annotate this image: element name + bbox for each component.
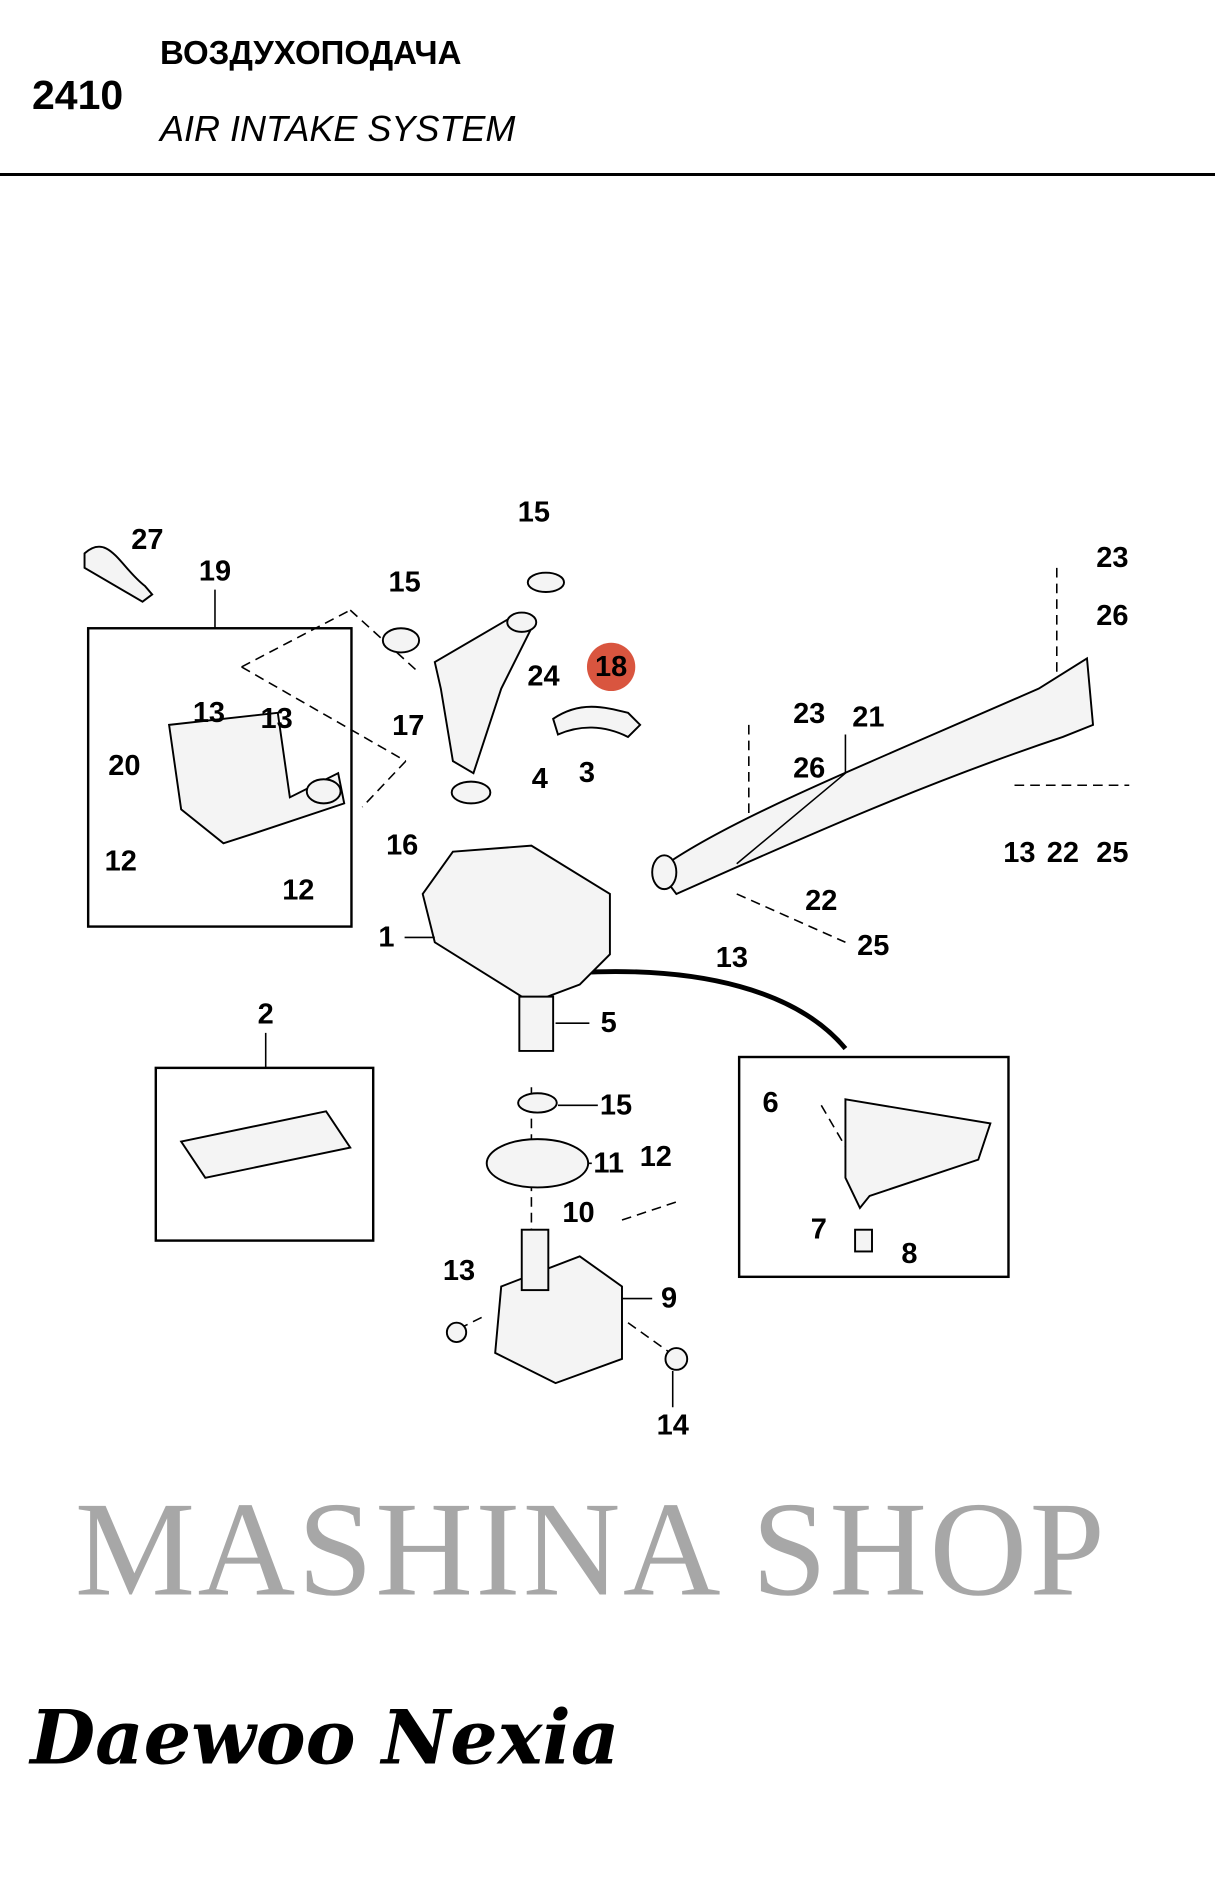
- duct-17: [433, 615, 533, 775]
- callout-12[interactable]: 12: [282, 874, 314, 906]
- callout-22[interactable]: 22: [1047, 837, 1079, 869]
- callout-9[interactable]: 9: [661, 1283, 677, 1315]
- callout-5[interactable]: 5: [601, 1007, 617, 1039]
- callout-15[interactable]: 15: [600, 1089, 632, 1121]
- filter-detail-box: [154, 1066, 375, 1242]
- callout-15[interactable]: 15: [388, 566, 420, 598]
- callout-6[interactable]: 6: [762, 1087, 778, 1119]
- hose-27: [83, 545, 154, 603]
- nut-13: [445, 1321, 468, 1344]
- callout-7[interactable]: 7: [811, 1214, 827, 1246]
- air-filter-housing-1: [421, 844, 611, 1004]
- duct-21-inlet: [651, 854, 678, 891]
- section-code: 2410: [32, 72, 124, 118]
- clamp-15-bottom: [517, 1092, 558, 1114]
- callout-3[interactable]: 3: [579, 757, 595, 789]
- callout-18-highlighted[interactable]: 18: [595, 651, 627, 683]
- leader-lines: [214, 589, 847, 1408]
- intake-duct-21: [656, 656, 1095, 896]
- section-title-en: AIR INTAKE SYSTEM: [160, 108, 516, 149]
- filter-element-2: [179, 1110, 352, 1179]
- callout-26[interactable]: 26: [1096, 600, 1128, 632]
- header-divider: [0, 173, 1215, 176]
- callout-20[interactable]: 20: [108, 750, 140, 782]
- callout-13[interactable]: 13: [443, 1255, 475, 1287]
- callout-12[interactable]: 12: [105, 845, 137, 877]
- clamp-15-left: [381, 627, 421, 654]
- callout-25[interactable]: 25: [857, 930, 889, 962]
- duct-end: [506, 611, 538, 633]
- resonator-neck: [520, 1228, 550, 1292]
- callout-10[interactable]: 10: [562, 1197, 594, 1229]
- callout-26[interactable]: 26: [793, 752, 825, 784]
- grommet-14: [664, 1347, 689, 1371]
- watermark: MASHINA SHOP: [75, 1474, 1107, 1624]
- callout-13[interactable]: 13: [1003, 837, 1035, 869]
- detail-pointer: [579, 969, 848, 1051]
- callout-24[interactable]: 24: [527, 661, 559, 693]
- callout-13[interactable]: 13: [716, 942, 748, 974]
- callout-8[interactable]: 8: [901, 1238, 917, 1270]
- resonator-9: [494, 1255, 623, 1385]
- callout-23[interactable]: 23: [793, 698, 825, 730]
- callout-1[interactable]: 1: [378, 921, 394, 953]
- guide-lines: [241, 609, 418, 808]
- callout-13[interactable]: 13: [193, 697, 225, 729]
- callout-13[interactable]: 13: [260, 703, 292, 735]
- callout-14[interactable]: 14: [657, 1409, 689, 1441]
- callout-17[interactable]: 17: [392, 710, 424, 742]
- section-title-ru: ВОЗДУХОПОДАЧА: [160, 34, 462, 71]
- outlet-5: [518, 995, 555, 1052]
- mount-detail-box: [737, 1055, 1010, 1279]
- clamp-16: [450, 780, 492, 805]
- callout-16[interactable]: 16: [386, 830, 418, 862]
- callout-4[interactable]: 4: [532, 763, 548, 795]
- resonator-detail-box: [86, 627, 353, 928]
- callout-27[interactable]: 27: [131, 524, 163, 556]
- callout-23[interactable]: 23: [1096, 542, 1128, 574]
- callout-11[interactable]: 11: [593, 1147, 624, 1179]
- bushing-8: [854, 1228, 873, 1253]
- mount-bracket-detail: [844, 1098, 992, 1210]
- clamp-15-top: [526, 571, 565, 593]
- callout-19[interactable]: 19: [199, 555, 231, 587]
- resonator-20: [167, 711, 346, 845]
- callout-22[interactable]: 22: [805, 885, 837, 917]
- callouts: 27 19 15 15 18 24 17 13 13 20 4 3 16 12 …: [105, 496, 1129, 1441]
- hose-18: [552, 705, 642, 739]
- callout-15[interactable]: 15: [518, 496, 550, 528]
- resonator-outlet: [305, 778, 342, 805]
- callout-21[interactable]: 21: [852, 702, 884, 734]
- brand-logo: Daewoo Nexia: [28, 1694, 619, 1782]
- highlight-marker: [586, 642, 636, 692]
- seal-11: [485, 1138, 590, 1189]
- callout-2[interactable]: 2: [258, 999, 274, 1031]
- callout-25[interactable]: 25: [1096, 837, 1128, 869]
- callout-12[interactable]: 12: [640, 1141, 672, 1173]
